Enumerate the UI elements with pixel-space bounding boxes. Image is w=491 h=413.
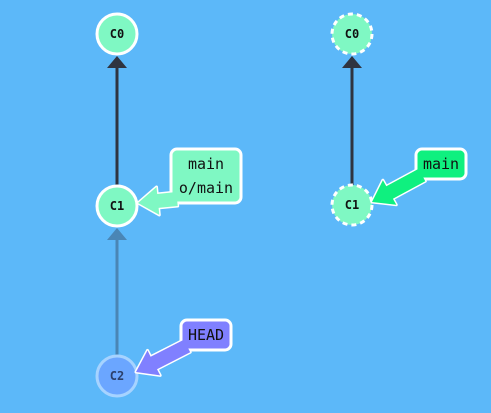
commit-c0[interactable]: C0 xyxy=(95,12,139,56)
commit-node[interactable] xyxy=(95,354,139,398)
head-label[interactable]: HEAD xyxy=(134,318,233,377)
commit-id: C2 xyxy=(110,369,124,383)
label-text: main xyxy=(188,155,224,173)
edge-arrowhead xyxy=(342,56,362,68)
commit-id: C0 xyxy=(345,27,359,41)
commit-c1[interactable]: C1 xyxy=(330,183,374,227)
edge-arrowhead xyxy=(107,228,127,240)
label-text: o/main xyxy=(179,179,233,197)
label-box-fill xyxy=(182,321,230,349)
commit-node[interactable] xyxy=(330,183,374,227)
label-text: main xyxy=(423,155,459,173)
commit-id: C1 xyxy=(110,199,124,213)
commit-node[interactable] xyxy=(330,12,374,56)
commit-c1[interactable]: C1 xyxy=(95,184,139,228)
commit-node[interactable] xyxy=(95,12,139,56)
remote-branch-label-main[interactable]: main xyxy=(370,147,468,207)
edge-arrowhead xyxy=(107,56,127,68)
label-pointer-fill xyxy=(136,339,191,376)
label-pointer-fill xyxy=(138,187,178,215)
branch-label-main-o-main[interactable]: main o/main xyxy=(136,147,243,217)
label-text: HEAD xyxy=(188,326,224,344)
commit-c0[interactable]: C0 xyxy=(330,12,374,56)
label-pointer-fill xyxy=(372,168,426,205)
commit-c2[interactable]: C2 xyxy=(95,354,139,398)
label-box-fill xyxy=(417,150,465,178)
commit-id: C0 xyxy=(110,27,124,41)
commit-node[interactable] xyxy=(95,184,139,228)
commit-id: C1 xyxy=(345,198,359,212)
label-box-fill xyxy=(172,150,240,202)
